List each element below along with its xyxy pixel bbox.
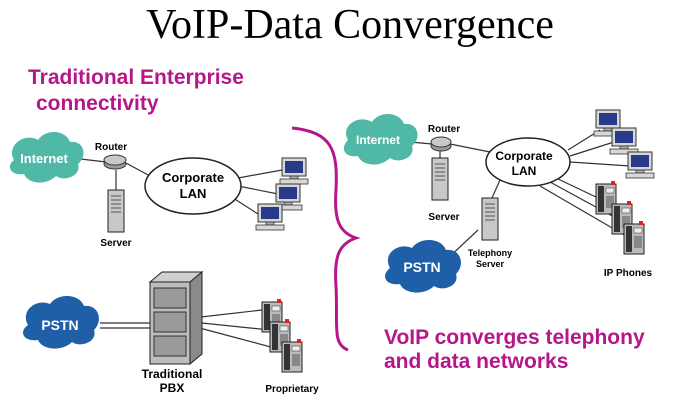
left-phone-icon-3	[281, 338, 303, 373]
right-caption-line2: and data networks	[384, 350, 569, 373]
right-link-lan-telephony	[491, 179, 501, 199]
right-router-label: Router	[428, 124, 460, 135]
right-server-label: Server	[428, 212, 459, 223]
left-link-lan-pc1	[237, 169, 283, 179]
right-pc-icon-2	[609, 127, 639, 155]
left-pbx-icon	[148, 270, 204, 366]
left-pc-icon-1	[279, 157, 309, 185]
right-telephony-line2: Server	[476, 259, 505, 269]
right-pstn-label: PSTN	[403, 259, 440, 275]
left-heading-line1: Traditional Enterprise	[28, 66, 244, 89]
right-server-icon	[431, 157, 449, 201]
left-router-label: Router	[95, 142, 127, 153]
right-lan-ellipse	[485, 137, 571, 187]
right-telephony-line1: Telephony	[468, 248, 512, 258]
left-link-pbx-phone2	[191, 321, 271, 331]
left-internet-cloud	[9, 131, 84, 183]
left-heading-line2: connectivity	[36, 92, 159, 115]
right-link-lan-pc3	[569, 161, 631, 167]
right-link-lan-phone1	[555, 177, 599, 199]
right-internet-label: Internet	[356, 133, 400, 147]
left-lan-line2: LAN	[180, 186, 207, 201]
right-lan-line2: LAN	[512, 164, 537, 178]
left-link-router-lan	[123, 161, 151, 177]
right-link-router-lan	[449, 143, 491, 153]
right-telephony-server-icon	[481, 197, 499, 241]
left-internet-label: Internet	[20, 151, 68, 166]
left-pbx-line1: Traditional	[142, 367, 203, 381]
right-pc-icon-3	[625, 151, 655, 179]
left-pc-icon-3	[255, 203, 285, 231]
right-link-lan-pc2	[569, 141, 615, 157]
left-link-pbx-phone1	[191, 309, 263, 319]
convergence-brace	[291, 126, 361, 352]
left-pbx-line2: PBX	[160, 381, 185, 395]
left-lan-ellipse	[144, 157, 242, 215]
right-pstn-cloud	[385, 239, 461, 293]
left-link-pbx-phone3	[191, 325, 283, 351]
left-server-icon	[107, 189, 125, 233]
right-internet-cloud	[343, 113, 418, 165]
right-caption-line1: VoIP converges telephony	[384, 326, 645, 349]
right-ip-phone-icon-3	[623, 220, 645, 255]
right-ip-phones-label: IP Phones	[604, 268, 653, 279]
left-pstn-cloud	[23, 295, 99, 349]
right-network: Internet Router Server Corporate LAN Tel…	[343, 109, 655, 293]
left-server-label: Server	[100, 238, 131, 249]
page-title: VoIP-Data Convergence	[146, 2, 554, 48]
left-lan-line1: Corporate	[162, 170, 224, 185]
right-lan-line1: Corporate	[495, 149, 553, 163]
left-pstn-label: PSTN	[41, 317, 78, 333]
left-link-lan-pc2	[237, 185, 279, 195]
left-proprietary-label: Proprietary	[265, 384, 319, 395]
left-network: Internet Router Server Corporate LAN PST…	[9, 131, 319, 395]
